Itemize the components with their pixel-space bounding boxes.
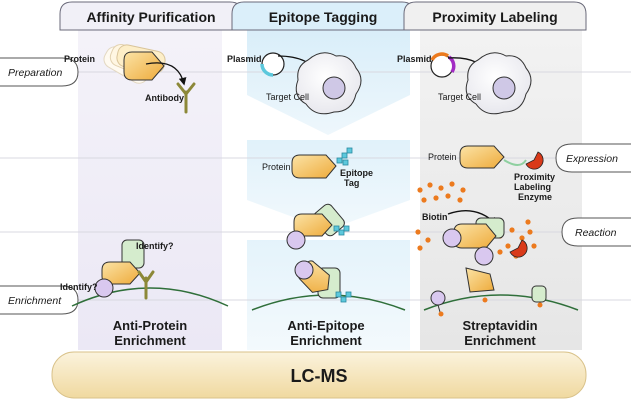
- header-affinity-purification: Affinity Purification: [86, 9, 215, 25]
- step-reaction: Reaction: [575, 227, 617, 239]
- epitope-preparation: Plasmid Target Cell: [227, 52, 362, 115]
- affinity-enrichment: Identify? Identify? Anti-Protein Enrichm…: [60, 239, 229, 348]
- epitope-enrichment: Anti-Epitope Enrichment: [251, 260, 406, 348]
- lc-ms-label: LC-MS: [291, 366, 348, 386]
- epitope-tag-icon: [336, 147, 353, 166]
- target-cell-label: Target Cell: [266, 92, 309, 102]
- identify-label-2: Identify?: [60, 282, 98, 292]
- protein-label: Protein: [64, 54, 95, 64]
- plasmid-label-2: Plasmid: [397, 54, 432, 64]
- column-headers: Affinity Purification Epitope Tagging Pr…: [59, 1, 587, 31]
- anti-epitope-enrichment-line2: Enrichment: [290, 333, 362, 348]
- epitope-reaction: [286, 203, 350, 250]
- header-proximity-labeling: Proximity Labeling: [432, 9, 557, 25]
- target-cell-label-2: Target Cell: [438, 92, 481, 102]
- plasmid-label: Plasmid: [227, 54, 262, 64]
- proximity-enrichment: Streptavidin Enrichment: [423, 267, 579, 348]
- step-preparation: Preparation: [8, 67, 62, 79]
- anti-protein-enrichment-line1: Anti-Protein: [113, 318, 187, 333]
- proximity-preparation: Plasmid Target Cell: [397, 52, 532, 115]
- lc-ms-bar: LC-MS: [51, 351, 587, 399]
- step-expression: Expression: [566, 153, 618, 165]
- enzyme-label-2: Labeling: [514, 182, 551, 192]
- epitope-expression: Protein Epitope Tag: [262, 147, 373, 188]
- anti-epitope-enrichment-line1: Anti-Epitope: [287, 318, 364, 333]
- streptavidin-enrichment-line1: Streptavidin: [462, 318, 537, 333]
- protein-label-2: Protein: [262, 162, 291, 172]
- step-enrichment: Enrichment: [8, 295, 62, 307]
- protein-label-3: Protein: [428, 152, 457, 162]
- anti-protein-enrichment-line2: Enrichment: [114, 333, 186, 348]
- biotin-dots: [415, 181, 537, 259]
- antibody-label: Antibody: [145, 93, 184, 103]
- enzyme-icon: [525, 151, 544, 170]
- header-epitope-tagging: Epitope Tagging: [269, 9, 378, 25]
- epitope-tag-label-1: Epitope: [340, 168, 373, 178]
- affinity-preparation: Protein Antibody: [64, 44, 196, 114]
- enzyme-label-1: Proximity: [514, 172, 555, 182]
- proximity-reaction: Biotin: [415, 181, 537, 266]
- protein-shape: [123, 51, 165, 81]
- antibody-icon: [176, 82, 196, 114]
- identify-label-1: Identify?: [136, 241, 174, 251]
- biotin-label: Biotin: [422, 212, 448, 222]
- proximity-expression: Protein Proximity Labeling Enzyme: [428, 145, 555, 202]
- antibody-bound-icon: [137, 270, 155, 300]
- streptavidin-enrichment-line2: Enrichment: [464, 333, 536, 348]
- step-labels: Preparation Enrichment Expression Reacti…: [0, 57, 631, 315]
- enzyme-label-3: Enzyme: [518, 192, 552, 202]
- epitope-tag-label-2: Tag: [344, 178, 359, 188]
